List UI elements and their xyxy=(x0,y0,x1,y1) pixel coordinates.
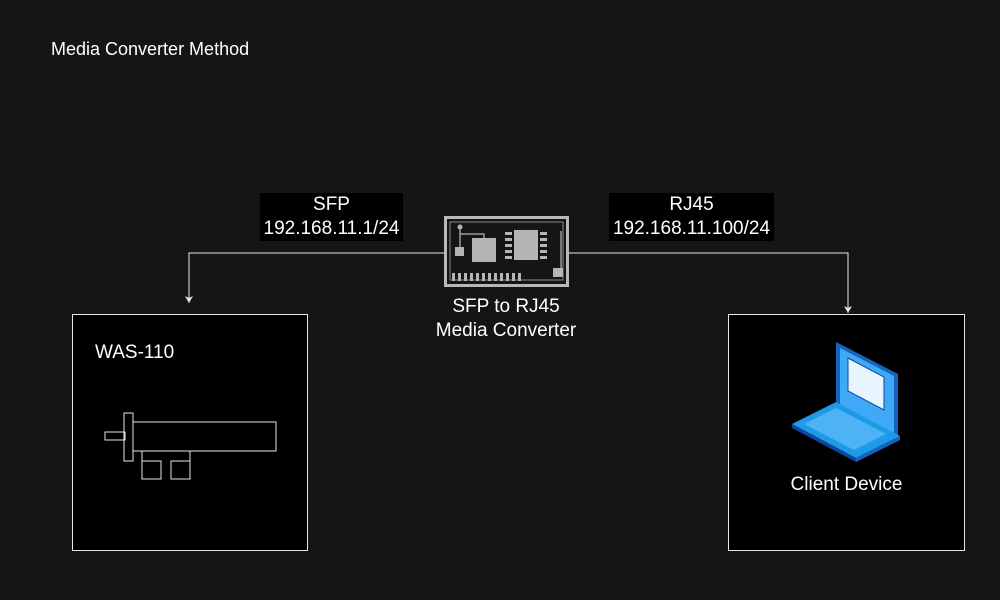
rj45-link-type: RJ45 xyxy=(669,194,714,215)
client-device-node: Client Device xyxy=(728,314,965,551)
was-110-node: WAS-110 xyxy=(72,314,308,551)
was-110-label: WAS-110 xyxy=(95,342,175,363)
sfp-link-type: SFP xyxy=(313,194,350,215)
client-device-label: Client Device xyxy=(790,474,903,495)
sfp-module-icon xyxy=(104,412,277,480)
converter-label: SFP to RJ45 Media Converter xyxy=(416,295,596,343)
converter-label-line1: SFP to RJ45 xyxy=(452,296,560,317)
sfp-link-label: SFP 192.168.11.1/24 xyxy=(260,193,403,241)
sfp-link-address: 192.168.11.1/24 xyxy=(263,218,400,239)
rj45-link-label: RJ45 192.168.11.100/24 xyxy=(609,193,774,241)
rj45-connector xyxy=(566,252,852,313)
sfp-connector xyxy=(185,252,446,303)
laptop-icon xyxy=(792,342,900,462)
circuit-board-icon xyxy=(444,216,569,287)
rj45-link-address: 192.168.11.100/24 xyxy=(612,218,771,239)
converter-label-line2: Media Converter xyxy=(435,320,577,341)
diagram-title: Media Converter Method xyxy=(51,39,250,59)
